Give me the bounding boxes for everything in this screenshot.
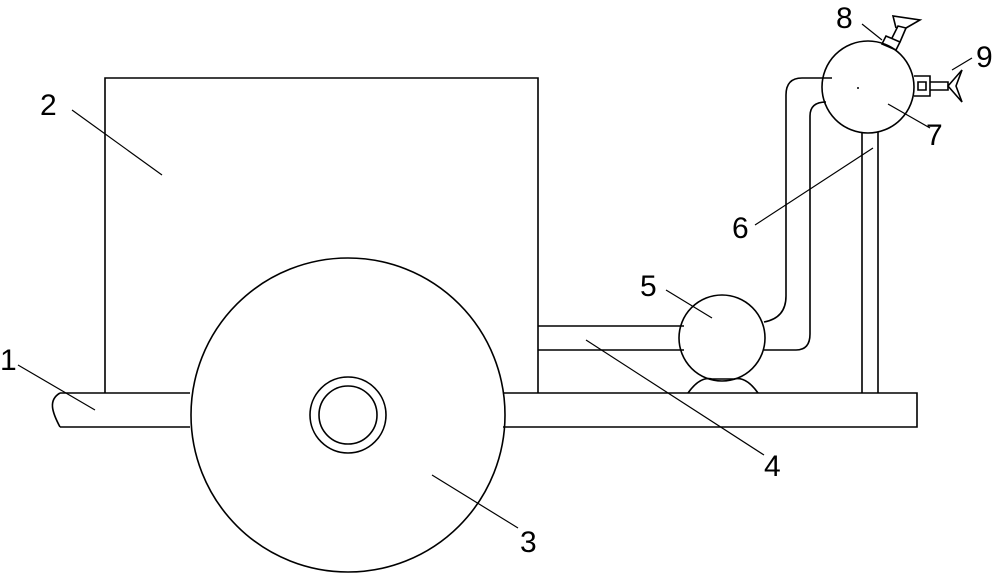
side-nozzle xyxy=(914,69,963,103)
label-7: 7 xyxy=(926,119,943,152)
label-6: 6 xyxy=(732,212,749,245)
top-nozzle xyxy=(880,15,923,52)
leader-lines xyxy=(17,23,973,529)
inlet-pipe xyxy=(538,325,684,351)
riser-pipe xyxy=(763,77,879,393)
tank-box xyxy=(104,77,539,393)
label-5: 5 xyxy=(640,270,657,303)
label-8: 8 xyxy=(836,2,853,35)
label-2: 2 xyxy=(40,89,57,122)
label-3: 3 xyxy=(520,526,537,559)
spray-head xyxy=(821,40,915,134)
label-1: 1 xyxy=(0,344,17,377)
label-9: 9 xyxy=(976,41,993,74)
wheel xyxy=(190,257,506,573)
pump xyxy=(678,294,766,394)
label-4: 4 xyxy=(764,450,781,483)
base-frame xyxy=(51,392,918,428)
